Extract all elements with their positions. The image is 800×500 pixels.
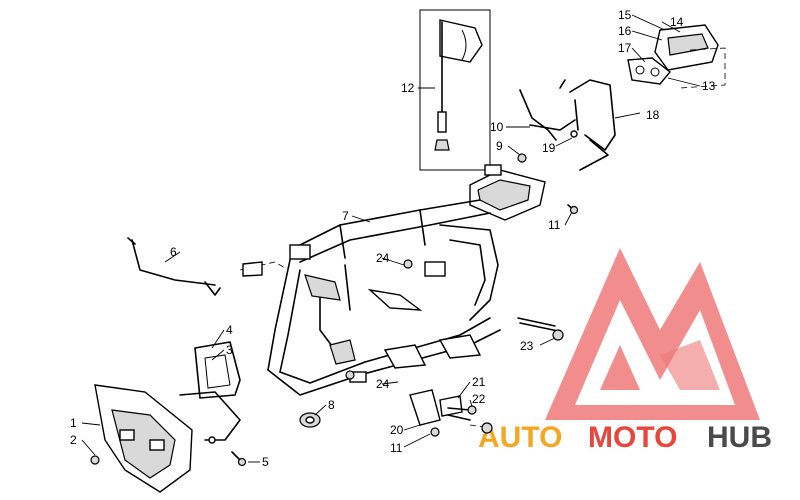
callout-22: 22 [472, 392, 486, 406]
callout-7: 7 [342, 209, 349, 223]
callouts: 1 2 3 4 5 6 7 8 9 10 11 11 12 13 14 15 1… [70, 8, 716, 469]
callout-9: 9 [496, 139, 503, 153]
callout-8: 8 [328, 398, 335, 412]
callout-19: 19 [542, 141, 556, 155]
callout-24b: 24 [376, 377, 390, 391]
callout-13: 13 [702, 79, 716, 93]
callout-11b: 11 [390, 441, 403, 455]
front-bumper [94, 384, 193, 493]
callout-3: 3 [226, 343, 233, 357]
watermark-logo [545, 248, 760, 420]
callout-17: 17 [618, 41, 632, 55]
callout-16: 16 [618, 24, 632, 38]
callout-15: 15 [618, 8, 632, 22]
callout-24a: 24 [376, 251, 390, 265]
safety-flag [419, 9, 491, 171]
front-bracket [179, 341, 241, 444]
seat-assembly [627, 24, 726, 89]
callout-12: 12 [401, 81, 415, 95]
rear-rack [519, 79, 616, 171]
callout-2: 2 [70, 433, 77, 447]
callout-14: 14 [670, 15, 684, 29]
leader-lines [81, 14, 701, 463]
main-frame [267, 164, 546, 396]
callout-21: 21 [472, 375, 486, 389]
callout-10: 10 [490, 120, 504, 134]
callout-18: 18 [646, 108, 660, 122]
fasteners [90, 153, 579, 467]
watermark-moto: MOTO [588, 421, 677, 454]
watermark-hub: HUB [707, 421, 772, 454]
callout-6: 6 [170, 245, 177, 259]
callout-4: 4 [226, 323, 233, 337]
callout-1: 1 [70, 416, 77, 430]
callout-11a: 11 [548, 218, 561, 232]
callout-23: 23 [520, 339, 534, 353]
callout-5: 5 [262, 455, 269, 469]
side-bracket [127, 237, 286, 296]
watermark-text: AUTO MOTO HUB [478, 421, 772, 454]
callout-20: 20 [390, 423, 404, 437]
